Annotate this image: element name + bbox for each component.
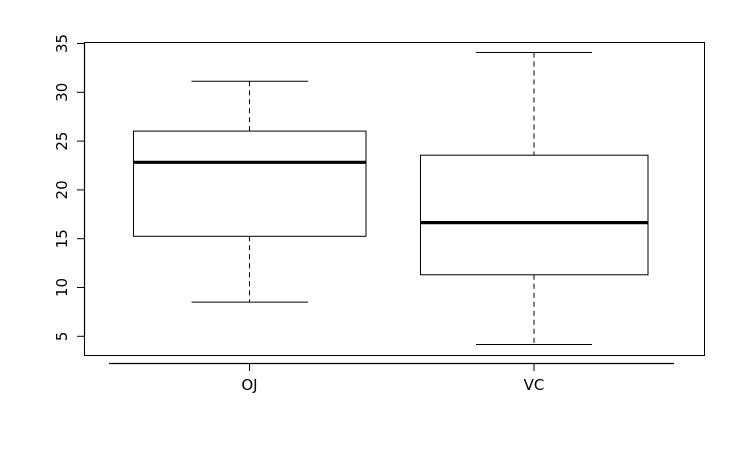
y-tick-label-35: 35: [53, 34, 71, 53]
x-tick-label-oj: OJ: [241, 376, 257, 394]
box-rect-oj: [133, 130, 367, 237]
y-axis: 35 30 25 20 15 10 5: [53, 34, 86, 342]
x-tick-label-vc: VC: [524, 376, 545, 394]
box-group-vc: [420, 52, 649, 345]
y-tick-label-20: 20: [53, 180, 71, 199]
box-group-oj: [133, 80, 367, 303]
y-tick-label-10: 10: [53, 278, 71, 297]
x-axis: OJ VC: [109, 362, 674, 394]
y-tick-label-25: 25: [53, 132, 71, 151]
box-rect-vc: [420, 154, 649, 276]
y-tick-label-30: 30: [53, 83, 71, 102]
y-tick-label-15: 15: [53, 229, 71, 248]
y-tick-label-5: 5: [53, 332, 71, 342]
